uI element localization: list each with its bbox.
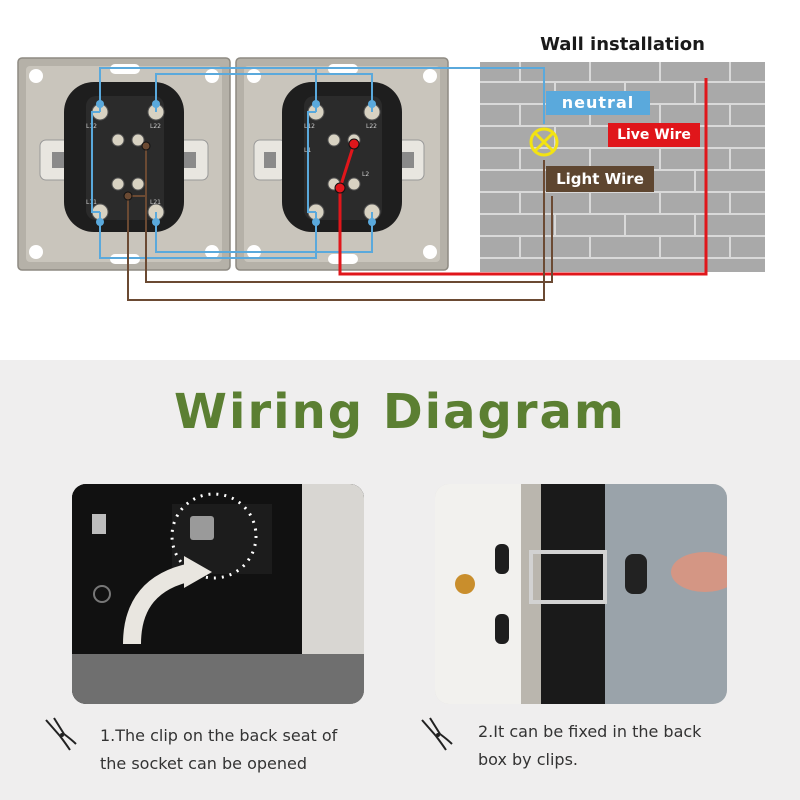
terminal-label: L22: [366, 123, 377, 130]
page-title: Wiring Diagram: [174, 384, 626, 440]
light-wire: [127, 146, 553, 301]
step-1-line-1: 1.The clip on the back seat of: [100, 726, 338, 745]
step-1-line-2: the socket can be opened: [100, 754, 308, 773]
back-box-clip-illustration: [435, 484, 727, 704]
live-wire: [338, 78, 708, 276]
clip-open-photo: [72, 484, 364, 704]
neutral-wires: [91, 67, 545, 259]
live-wire-label: Live Wire: [608, 123, 700, 147]
step-2-caption: 2.It can be fixed in the back box by cli…: [478, 718, 718, 774]
pliers-icon: [45, 717, 77, 751]
step-2-line-2: box by clips.: [478, 750, 578, 769]
left-switch-plate: [17, 57, 231, 271]
wiring-schematic-panel: L12 L22 L12 L22 L1 L2 L11 L21: [0, 0, 800, 360]
terminal-label: L12: [304, 123, 315, 130]
clip-open-illustration: [72, 484, 364, 704]
terminal-label: L22: [150, 123, 161, 130]
right-switch-plate: [235, 57, 449, 271]
light-wire-label: Light Wire: [546, 166, 654, 192]
step-2-line-1: 2.It can be fixed in the back: [478, 722, 702, 741]
lamp-icon: [529, 127, 559, 157]
wall-installation-title: Wall installation: [540, 34, 705, 55]
step-1-caption: 1.The clip on the back seat of the socke…: [100, 722, 350, 778]
connection-nodes: [96, 100, 376, 226]
back-box-clip-photo: [435, 484, 727, 704]
terminal-label: L21: [150, 199, 161, 206]
terminal-label: L2: [362, 171, 369, 178]
pliers-icon: [421, 717, 453, 751]
neutral-label: neutral: [546, 91, 650, 115]
